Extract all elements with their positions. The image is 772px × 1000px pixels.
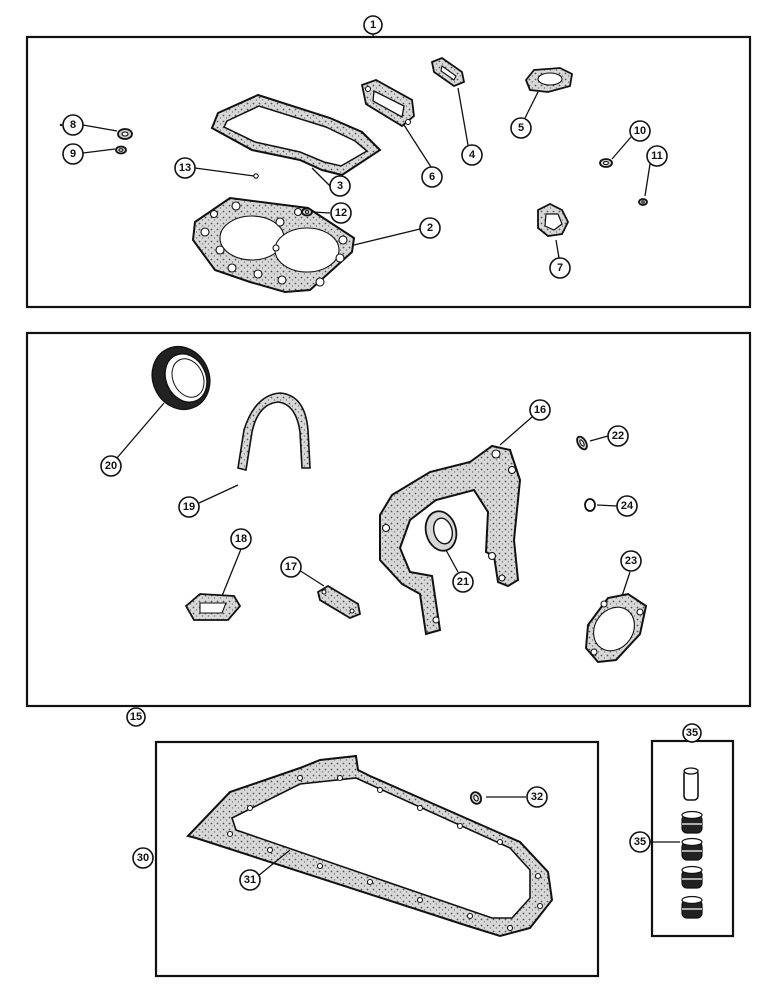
callout-13: 13 bbox=[174, 157, 196, 179]
callout-19: 19 bbox=[178, 496, 200, 518]
callout-8: 8 bbox=[62, 114, 84, 136]
svg-text:5: 5 bbox=[518, 122, 524, 134]
washer-13 bbox=[253, 173, 259, 179]
gasket-18 bbox=[184, 593, 242, 621]
valve-cover-gasket-3 bbox=[210, 93, 382, 177]
valve-stem-seal bbox=[681, 865, 703, 889]
callout-32: 32 bbox=[526, 786, 548, 808]
svg-text:21: 21 bbox=[457, 576, 469, 588]
rear-seal-strip-19 bbox=[237, 392, 311, 471]
head-gasket-2 bbox=[191, 196, 356, 294]
callout-24: 24 bbox=[616, 495, 638, 517]
oil-pan-gasket-31 bbox=[186, 754, 554, 938]
o-ring-24 bbox=[584, 498, 596, 512]
washer-12 bbox=[301, 207, 313, 217]
seal-8 bbox=[117, 128, 133, 140]
svg-text:16: 16 bbox=[534, 404, 546, 416]
valve-stem-seal bbox=[681, 895, 703, 919]
gasket-7 bbox=[537, 202, 570, 237]
callout-16: 16 bbox=[529, 399, 551, 421]
svg-text:7: 7 bbox=[557, 262, 563, 274]
callout-31: 31 bbox=[239, 869, 261, 891]
valve-stem-seal bbox=[681, 837, 703, 861]
svg-text:32: 32 bbox=[531, 791, 543, 803]
callout-10: 10 bbox=[629, 120, 651, 142]
valve-guide bbox=[683, 767, 699, 801]
callout-9: 9 bbox=[62, 143, 84, 165]
washer-11 bbox=[638, 198, 648, 206]
flange-gasket-6 bbox=[360, 79, 415, 128]
front-seal-21 bbox=[424, 510, 458, 552]
callout-4: 4 bbox=[461, 144, 483, 166]
svg-text:35: 35 bbox=[686, 727, 698, 739]
callout-30: 30 bbox=[132, 847, 154, 869]
callout-21: 21 bbox=[452, 571, 474, 593]
svg-text:12: 12 bbox=[335, 207, 347, 219]
callout-20: 20 bbox=[100, 455, 122, 477]
seal-22 bbox=[576, 435, 588, 451]
svg-text:13: 13 bbox=[179, 162, 191, 174]
callout-3: 3 bbox=[329, 175, 351, 197]
callout-5: 5 bbox=[510, 117, 532, 139]
callout-2: 2 bbox=[419, 217, 441, 239]
svg-text:3: 3 bbox=[337, 180, 343, 192]
svg-text:31: 31 bbox=[244, 874, 256, 886]
callout-35-top: 35 bbox=[682, 723, 702, 743]
oil-seal-20 bbox=[151, 345, 211, 411]
callout-6: 6 bbox=[421, 166, 443, 188]
svg-text:6: 6 bbox=[429, 171, 435, 183]
svg-text:22: 22 bbox=[612, 430, 624, 442]
callout-11: 11 bbox=[646, 145, 668, 167]
svg-text:20: 20 bbox=[105, 460, 117, 472]
callout-12: 12 bbox=[330, 202, 352, 224]
svg-text:19: 19 bbox=[183, 501, 195, 513]
gasket-4 bbox=[430, 56, 466, 88]
svg-text:10: 10 bbox=[634, 125, 646, 137]
svg-text:1: 1 bbox=[370, 19, 376, 31]
valve-stem-seal bbox=[681, 810, 703, 834]
svg-text:35: 35 bbox=[634, 836, 646, 848]
callout-23: 23 bbox=[620, 550, 642, 572]
oil-pan-gasket-panel bbox=[154, 740, 600, 978]
svg-text:15: 15 bbox=[130, 711, 142, 723]
gasket-17 bbox=[316, 584, 362, 620]
callout-7: 7 bbox=[549, 257, 571, 279]
seal-9 bbox=[115, 145, 127, 155]
seal-32 bbox=[469, 791, 483, 805]
svg-text:23: 23 bbox=[625, 555, 637, 567]
svg-text:9: 9 bbox=[70, 148, 76, 160]
cover-gasket-23 bbox=[584, 592, 648, 664]
callout-1: 1 bbox=[363, 15, 383, 35]
callout-18: 18 bbox=[230, 528, 252, 550]
svg-text:11: 11 bbox=[651, 150, 663, 162]
svg-text:24: 24 bbox=[621, 500, 634, 512]
lower-gasket-set-panel bbox=[25, 331, 752, 708]
svg-text:8: 8 bbox=[70, 119, 76, 131]
gasket-5 bbox=[524, 67, 573, 93]
callout-35-side: 35 bbox=[629, 831, 651, 853]
timing-cover-gasket-16 bbox=[379, 444, 522, 636]
washer-10 bbox=[599, 158, 613, 168]
callout-15: 15 bbox=[126, 707, 146, 727]
callout-22: 22 bbox=[607, 425, 629, 447]
svg-text:2: 2 bbox=[427, 222, 433, 234]
svg-text:17: 17 bbox=[285, 561, 297, 573]
svg-text:18: 18 bbox=[235, 533, 247, 545]
callout-17: 17 bbox=[280, 556, 302, 578]
svg-text:4: 4 bbox=[469, 149, 476, 161]
svg-text:30: 30 bbox=[137, 852, 149, 864]
upper-gasket-set-panel bbox=[25, 35, 752, 309]
